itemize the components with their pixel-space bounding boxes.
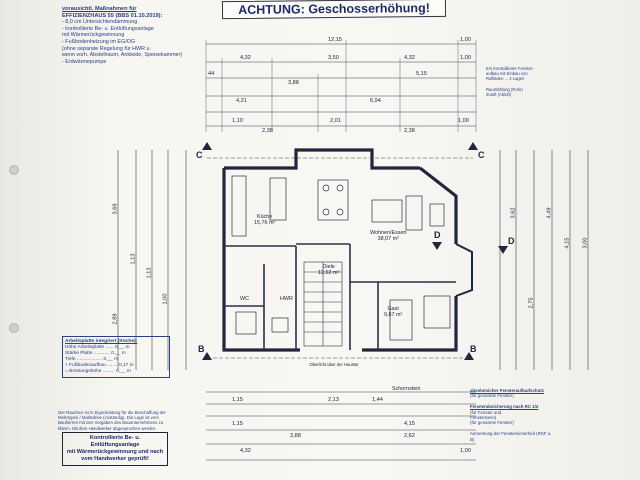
dim-label: 1,15 (232, 421, 243, 427)
right-notes: Ein Kontrollierter Fenster- aufbau mit E… (486, 66, 548, 97)
window-security-line: Fensterabsicherung nach RC 1/2 (470, 404, 539, 410)
dim-label: 2,89 (112, 313, 119, 325)
section-mark-d-right: D (508, 236, 515, 246)
dim-label: 4,21 (236, 98, 247, 104)
room-label: Gast 9,67 m² (384, 306, 402, 319)
notes-item: - 8,0 cm Untersichtendämmung (62, 19, 138, 26)
dim-label: 1,15 (232, 397, 243, 403)
section-mark-c-right: C (478, 150, 485, 160)
room-name: Diele (322, 264, 335, 270)
room-area: 38,07 m² (377, 236, 399, 243)
right-note-line: Rollläden ... 2 Lagen (486, 76, 525, 82)
dim-label: 4,32 (404, 55, 415, 61)
dim-label: 4,15 (564, 237, 571, 249)
dim-label: 2,62 (404, 433, 415, 439)
dim-label: 4,15 (404, 421, 415, 427)
dim-label: 2,38 (262, 128, 273, 134)
dim-label: 3,88 (288, 80, 299, 86)
dim-label: 1,00 (162, 293, 169, 305)
small-note: Der Rauchen ist in Eigenleistung für die… (58, 410, 166, 431)
right-note-line: Zuluft (Abluft) (486, 92, 512, 98)
dim-label: 1,00 (460, 55, 471, 61)
notes-item: - Fußbodenheizung im EG/OG (62, 38, 136, 45)
punch-hole (9, 323, 19, 333)
dim-label: 44 (208, 71, 215, 77)
dim-label: 2,13 (328, 397, 339, 403)
punch-hole (9, 165, 19, 175)
room-name-wc: WC (240, 296, 249, 302)
counter-legend-row: = Brüstungshöhe ......... 0,__ m (65, 369, 131, 374)
ventilation-line: Kontrollierte Be- u. Entlüftungsanlage (89, 435, 141, 448)
dim-label: 1,00 (460, 448, 471, 454)
dim-label: 12,15 (328, 37, 342, 43)
dim-label: 6,94 (370, 98, 381, 104)
section-mark-c-left: C (196, 150, 203, 160)
room-label: Wohnen/Essen 38,07 m² (370, 230, 406, 243)
room-label: Küche 15,76 m² (254, 214, 275, 227)
counter-legend-row: Tiefe ................... 0,__ m (65, 357, 119, 362)
section-mark-b-right: B (470, 344, 477, 354)
dim-label: 3,69 (112, 203, 119, 215)
dim-label: 4,49 (546, 207, 553, 219)
dim-label: 1,10 (232, 118, 243, 124)
room-label: Diele 12,62 m² (318, 264, 339, 277)
right-note-line: aufbau mit Einbau von (486, 71, 528, 77)
window-security-title: absolutsicher Fensterauflaufschutz (470, 388, 544, 393)
notes-heading-2: EFFIZIENZHAUS 55 (BBS 01.10.2019): (62, 12, 163, 19)
dim-label: 3,00 (582, 237, 589, 249)
notes-item: wenn vorh. Abstellraum, Ankleide, Speise… (62, 52, 183, 59)
window-security-line: (für Fenster und (470, 409, 502, 415)
notes-item: - Erdwärmepumpe (62, 58, 107, 65)
dim-label: 1,13 (146, 267, 153, 279)
notes-item: mit Wärmerückgewinnung (62, 32, 125, 39)
dim-label: 4,32 (240, 448, 251, 454)
ventilation-line: mit Wärmerückgewinnung und nach (66, 449, 164, 455)
right-note-line: Raumlüftung (Rohr) (486, 86, 523, 92)
section-mark-d-left: D (434, 230, 441, 240)
ventilation-line: vom Handwerker geprüft! (81, 456, 149, 462)
counter-legend-title: Arbeitsplatte integriert (Küche): (65, 339, 138, 344)
dim-label: 1,00 (460, 37, 471, 43)
dim-label: 3,62 (510, 207, 517, 219)
room-name: Küche (256, 214, 273, 220)
room-area: 12,62 m² (318, 270, 340, 277)
dim-label: 1,44 (372, 397, 383, 403)
room-area: 15,76 m² (254, 220, 276, 227)
window-security-line: (für genannte Fenster) (470, 420, 514, 426)
dim-label: 2,75 (528, 297, 535, 309)
section-mark-b-left: B (198, 344, 205, 354)
dim-label: 5,15 (416, 71, 427, 77)
dim-label: 2,01 (330, 118, 341, 124)
notes-heading: vorausichtl. Maßnahmen für (62, 6, 137, 12)
window-security-line: (für genannte Fenster) (470, 393, 514, 399)
window-security-line: Fenstertüren) (470, 415, 497, 421)
notes-item: - kontrollierte Be- u. Entlüftungsanlage (62, 25, 154, 32)
counter-legend: Arbeitsplatte integriert (Küche): Höhe A… (62, 336, 170, 378)
window-security-notes: absolutsicher Fensterauflaufschutz (für … (470, 388, 552, 442)
dim-label: 1,00 (458, 118, 469, 124)
right-note-line: Ein Kontrollierter Fenster- (486, 66, 534, 71)
room-name-hwr: HWR (280, 296, 293, 302)
dim-label: 3,50 (328, 55, 339, 61)
dim-label: 1,13 (130, 253, 137, 265)
dim-label: 4,32 (240, 55, 251, 61)
dim-label: 2,38 (404, 128, 415, 134)
room-name: Wohnen/Essen (370, 230, 407, 236)
counter-legend-row: Stärke Platte ............ 0,__ m (65, 351, 126, 356)
measures-notes: vorausichtl. Maßnahmen für EFFIZIENZHAUS… (62, 6, 202, 65)
room-name: Gast (387, 306, 399, 312)
counter-legend-row: Höhe Arbeitsplatte ...... 0,__ m (65, 345, 130, 350)
window-security-line: Anmerkung der Fenstersicherheit (RSF u. … (470, 431, 552, 442)
ventilation-box: Kontrollierte Be- u. Entlüftungsanlage m… (62, 432, 168, 466)
dim-label: 3,88 (290, 433, 301, 439)
notes-item: (ohne separate Regelung für HWR u. (62, 45, 151, 52)
counter-legend-row: + Fußbodenaufbau ........ 0,17 m (65, 363, 134, 368)
room-area: 9,67 m² (384, 312, 403, 319)
door-note: Oberlicht über der Haustür (309, 362, 359, 367)
schornstein-label: Schornstein (392, 386, 421, 392)
